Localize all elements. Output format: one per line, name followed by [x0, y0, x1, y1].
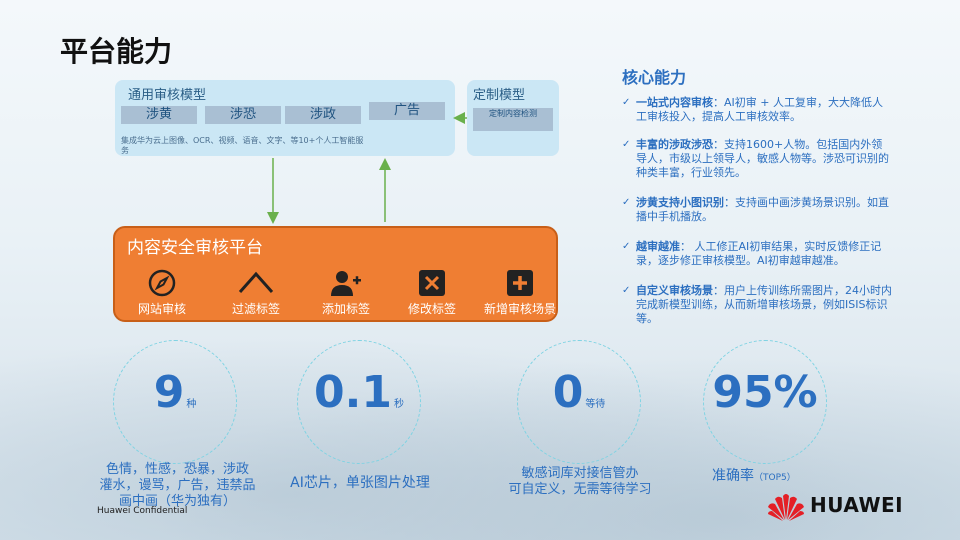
custom-model-tag: 定制内容检测 — [473, 108, 553, 131]
custom-model-title: 定制模型 — [473, 88, 526, 103]
core-item: ✓ 越审越准： 人工修正AI初审结果，实时反馈修正记录，逐步修正审核模型。AI初… — [622, 240, 882, 267]
stat-caption-accuracy: 准确率（TOP5） — [712, 468, 796, 484]
core-title: 核心能力 — [622, 68, 687, 87]
feature-add-tags: 添加标签 — [301, 268, 391, 317]
general-model-box: 通用审核模型 涉黄 涉恐 涉政 广告 集成华为云上图像、OCR、视频、语音、文字… — [115, 80, 455, 156]
feature-site-audit: 网站审核 — [117, 268, 207, 317]
stat-unit: 秒 — [393, 399, 404, 410]
confidential-label: Huawei Confidential — [97, 506, 188, 516]
core-item: ✓ 自定义审核场景：用户上传训练所需图片，24小时内完成新模型训练，从而新增审核… — [622, 284, 892, 325]
huawei-logo: HUAWEI — [766, 490, 903, 526]
check-icon: ✓ — [622, 241, 631, 252]
core-item: ✓ 丰富的涉政涉恐：支持1600+人物。包括国内外领导人，市级以上领导人，敏感人… — [622, 138, 889, 179]
check-icon: ✓ — [622, 97, 631, 108]
feature-edit-tags: 修改标签 — [387, 268, 477, 317]
general-model-desc: 集成华为云上图像、OCR、视频、语音、文字、等10+个人工智能服务 — [121, 136, 364, 155]
brand-wordmark: HUAWEI — [810, 493, 904, 517]
core-item: ✓ 涉黄支持小图识别：支持画中画涉黄场景识别。如直播中手机播放。 — [622, 196, 889, 223]
stat-circle-accuracy: 95% — [703, 340, 827, 464]
stat-caption-speed: AI芯片，单张图片处理 — [290, 475, 430, 491]
stat-unit: 等待 — [585, 399, 606, 410]
plus-box-icon — [507, 270, 533, 296]
platform-title: 内容安全审核平台 — [127, 238, 263, 258]
caret-up-icon — [238, 271, 274, 293]
check-icon: ✓ — [622, 139, 631, 150]
stat-caption-types: 色情，性感，恐暴，涉政 灌水，谩骂，广告，违禁品 画中画（华为独有） — [99, 462, 256, 509]
general-model-title: 通用审核模型 — [128, 88, 207, 103]
stat-unit: 种 — [186, 399, 197, 410]
tag-ads: 广告 — [369, 102, 445, 120]
custom-model-box: 定制模型 定制内容检测 — [467, 80, 559, 156]
stat-value: 9 — [153, 367, 185, 418]
check-icon: ✓ — [622, 285, 631, 296]
core-item: ✓ 一站式内容审核：AI初审 + 人工复审，大大降低人工审核投入，提高人工审核效… — [622, 96, 883, 123]
add-user-icon — [331, 271, 361, 296]
feature-new-scene: 新增审核场景 — [475, 268, 565, 317]
stat-caption-wait: 敏感词库对接信管办 可自定义，无需等待学习 — [508, 466, 652, 497]
stat-value: 0 — [552, 367, 584, 418]
tag-porn: 涉黄 — [121, 106, 197, 124]
stat-value: 95% — [712, 367, 818, 418]
tag-terror: 涉恐 — [205, 106, 281, 124]
stat-value: 0.1 — [314, 367, 392, 418]
compass-icon — [148, 269, 176, 297]
tag-politics: 涉政 — [285, 106, 361, 124]
close-box-icon — [419, 270, 445, 296]
huawei-petal-icon — [768, 494, 804, 521]
page-title: 平台能力 — [60, 35, 173, 68]
platform-box: 内容安全审核平台 网站审核 过滤标签 添加标签 — [113, 226, 558, 322]
check-icon: ✓ — [622, 197, 631, 208]
feature-filter-tags: 过滤标签 — [211, 268, 301, 317]
